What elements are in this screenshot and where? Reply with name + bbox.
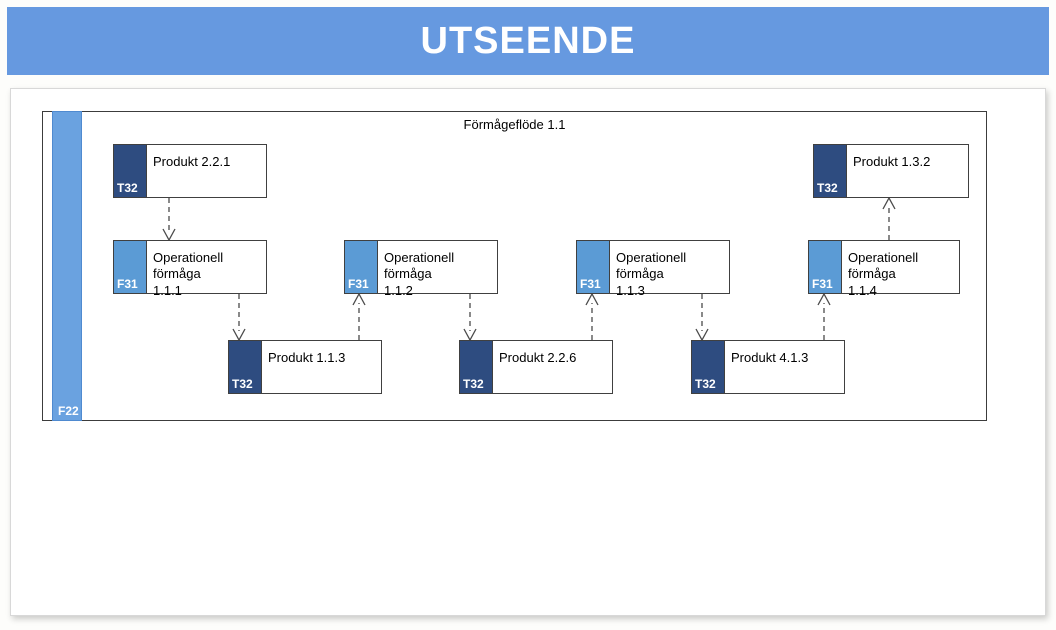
connector-arrow: [463, 294, 477, 342]
node-type-tab-t32: T32: [229, 341, 262, 393]
node-produkt-2-2-6[interactable]: T32 Produkt 2.2.6: [459, 340, 613, 394]
node-operationell-f-rm-ga-1-1-2[interactable]: F31 Operationell förmåga 1.1.2: [344, 240, 498, 298]
node-label: Produkt 2.2.6: [499, 350, 577, 365]
swimlane-f22[interactable]: F22: [52, 111, 82, 421]
node-type-tab-f31: F31: [577, 241, 610, 293]
node-type-label: F31: [348, 277, 369, 291]
node-type-label: T32: [232, 377, 253, 391]
node-label: Operationell förmåga 1.1.3: [616, 250, 687, 298]
title-banner: UTSEENDE: [7, 7, 1049, 75]
node-type-tab-f31: F31: [809, 241, 842, 293]
node-produkt-1-1-3[interactable]: T32 Produkt 1.1.3: [228, 340, 382, 394]
connector-arrow: [162, 198, 176, 242]
node-type-tab-f31: F31: [345, 241, 378, 293]
node-type-label: F31: [117, 277, 138, 291]
connector-arrow: [585, 292, 599, 340]
node-label: Produkt 2.2.1: [153, 154, 231, 169]
node-type-label: F31: [812, 277, 833, 291]
node-type-tab-f31: F31: [114, 241, 147, 293]
node-produkt-1-3-2[interactable]: T32 Produkt 1.3.2: [813, 144, 969, 198]
node-label: Produkt 1.3.2: [853, 154, 931, 169]
connector-arrow: [352, 292, 366, 340]
node-produkt-2-2-1[interactable]: T32 Produkt 2.2.1: [113, 144, 267, 198]
node-type-label: T32: [695, 377, 716, 391]
swimlane-f22-label: F22: [58, 404, 79, 418]
connector-arrow: [882, 196, 896, 240]
node-operationell-f-rm-ga-1-1-4[interactable]: F31 Operationell förmåga 1.1.4: [808, 240, 960, 298]
node-operationell-f-rm-ga-1-1-3[interactable]: F31 Operationell förmåga 1.1.3: [576, 240, 730, 298]
node-type-tab-t32: T32: [814, 145, 847, 197]
node-label: Produkt 1.1.3: [268, 350, 346, 365]
node-label: Operationell förmåga 1.1.1: [153, 250, 224, 298]
node-type-label: T32: [463, 377, 484, 391]
node-label: Operationell förmåga 1.1.4: [848, 250, 919, 298]
node-label: Produkt 4.1.3: [731, 350, 809, 365]
node-type-label: F31: [580, 277, 601, 291]
node-label: Operationell förmåga 1.1.2: [384, 250, 455, 298]
node-type-label: T32: [817, 181, 838, 195]
node-produkt-4-1-3[interactable]: T32 Produkt 4.1.3: [691, 340, 845, 394]
connector-arrow: [232, 294, 246, 342]
node-type-label: T32: [117, 181, 138, 195]
connector-arrow: [695, 294, 709, 342]
node-type-tab-t32: T32: [460, 341, 493, 393]
connector-arrow: [817, 292, 831, 340]
node-type-tab-t32: T32: [114, 145, 147, 197]
diagram-title: Förmågeflöde 1.1: [463, 117, 566, 132]
node-type-tab-t32: T32: [692, 341, 725, 393]
page-title: UTSEENDE: [420, 20, 636, 62]
node-operationell-f-rm-ga-1-1-1[interactable]: F31 Operationell förmåga 1.1.1: [113, 240, 267, 298]
